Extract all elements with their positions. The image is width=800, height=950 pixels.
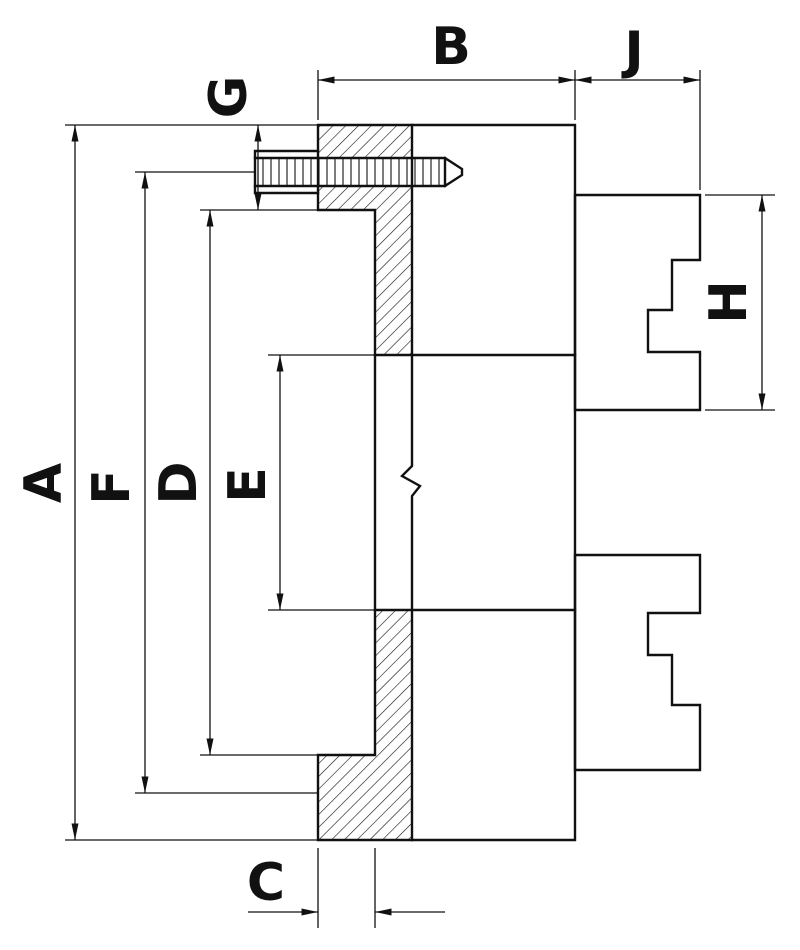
dim-label-a: A xyxy=(14,463,74,503)
dimension-labels: A F D E G B J H C xyxy=(14,17,759,913)
dim-label-f: F xyxy=(82,469,142,505)
dim-label-h: H xyxy=(699,280,759,324)
dim-label-e: E xyxy=(218,467,278,503)
dim-label-g: G xyxy=(199,76,259,119)
section-break-line xyxy=(400,123,422,842)
bottom-jaw xyxy=(573,553,702,772)
hatch-upper-web xyxy=(375,210,412,355)
hatch-lower-web xyxy=(375,610,412,755)
bore-lines xyxy=(373,353,577,612)
dimensions xyxy=(65,70,775,928)
extension-lines xyxy=(65,70,775,928)
stud-threads xyxy=(262,159,440,185)
dim-label-b: B xyxy=(431,17,471,77)
hatch-areas xyxy=(318,125,412,840)
dim-label-c: C xyxy=(247,853,285,913)
dim-label-j: J xyxy=(621,21,643,81)
stud-body xyxy=(253,156,464,188)
hatch-top-flange-upper xyxy=(318,125,412,158)
dim-label-d: D xyxy=(149,461,209,504)
hatch-top-flange-lower xyxy=(318,186,412,210)
top-jaw xyxy=(573,193,702,412)
mounting-stud xyxy=(253,149,464,195)
chuck-jaws xyxy=(573,193,702,772)
body-profile xyxy=(316,123,577,842)
chuck-body xyxy=(316,123,577,842)
hatch-bottom-flange xyxy=(318,755,412,840)
